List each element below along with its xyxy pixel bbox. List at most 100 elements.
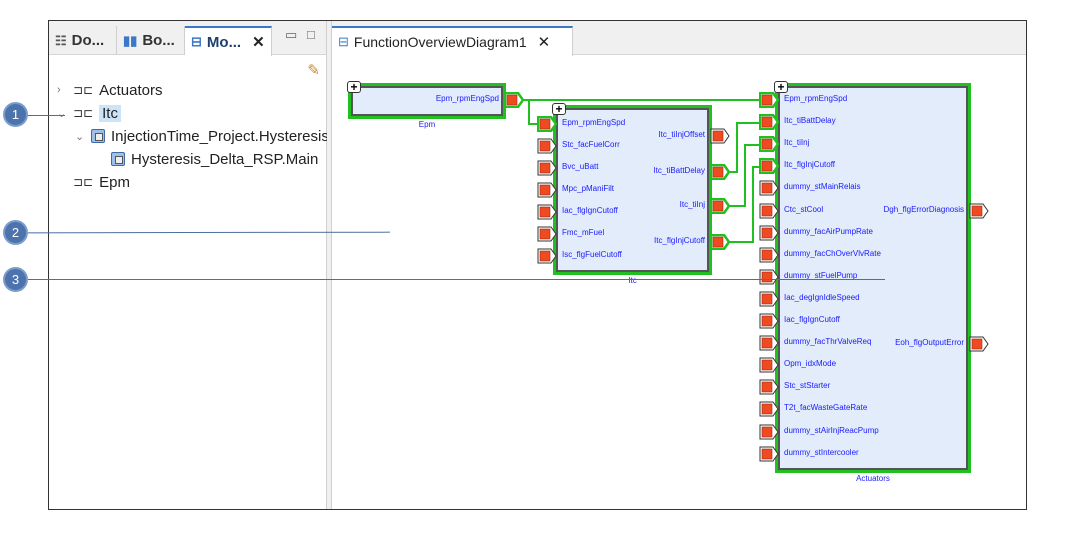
tree-item-label: Itc <box>99 104 121 122</box>
chevron-right-icon[interactable]: › <box>57 84 61 96</box>
tree-item-actuators[interactable]: › ⊐⊏ Actuators <box>57 79 162 101</box>
output-port[interactable] <box>710 234 730 250</box>
input-port[interactable] <box>759 446 779 462</box>
tree-item-label: Actuators <box>99 81 163 99</box>
input-port[interactable] <box>537 182 557 198</box>
callout-line-3 <box>28 279 885 280</box>
output-port[interactable] <box>710 128 730 144</box>
tree-item-epm[interactable]: ⊐⊏ Epm <box>57 171 130 193</box>
input-port[interactable] <box>759 114 779 131</box>
input-port[interactable] <box>759 225 779 241</box>
diagram-icon: ⊟ <box>338 34 349 49</box>
callout-2: 2 <box>3 220 28 245</box>
maximize-icon[interactable]: □ <box>307 27 315 42</box>
expand-icon[interactable]: + <box>552 103 566 115</box>
block-epm[interactable]: + <box>347 81 506 119</box>
input-port[interactable] <box>759 313 779 329</box>
input-port[interactable] <box>759 180 779 196</box>
input-port[interactable] <box>759 269 779 285</box>
input-port-label: Itc_tiBattDelay <box>784 116 836 126</box>
input-port-label: Iac_degIgnIdleSpeed <box>784 292 860 302</box>
input-port[interactable] <box>759 158 779 175</box>
editor-tab-bar: ⊟FunctionOverviewDiagram1✕ <box>332 21 1026 56</box>
tree-item-label: Epm <box>99 173 130 191</box>
callout-line-1 <box>28 115 65 116</box>
wire-tibattdelay[interactable] <box>729 122 760 173</box>
input-port-label: dummy_stAirInjReacPump <box>784 425 879 435</box>
input-port-label: Fmc_mFuel <box>562 228 605 237</box>
input-port[interactable] <box>759 247 779 263</box>
input-port[interactable] <box>537 116 557 132</box>
output-port[interactable] <box>710 198 730 214</box>
module-icon: ⊐⊏ <box>73 106 94 120</box>
input-port-label: Iac_flgIgnCutoff <box>784 315 840 324</box>
wire-tiinj[interactable] <box>729 144 760 207</box>
tab-bookmarks[interactable]: ▮▮Bo... <box>117 26 185 55</box>
output-port-label: Itc_tiInjOffset <box>658 130 705 139</box>
book-icon: ▮▮ <box>123 32 138 48</box>
input-port-label: Mpc_pManiFilt <box>562 184 615 193</box>
input-port[interactable] <box>759 424 779 440</box>
input-port-label: Iac_flgIgnCutoff <box>562 206 618 215</box>
input-port-label: dummy_stMainRelais <box>784 182 861 192</box>
wire-flginjcutoff[interactable] <box>729 166 760 243</box>
output-port[interactable] <box>504 92 524 108</box>
input-port-label: Epm_rpmEngSpd <box>562 118 626 127</box>
tab-model[interactable]: ⊟Mo...✕ <box>185 26 272 56</box>
input-port[interactable] <box>759 401 779 417</box>
input-port[interactable] <box>537 138 557 154</box>
input-port[interactable] <box>759 335 779 351</box>
input-port[interactable] <box>759 136 779 153</box>
component-icon <box>111 152 125 166</box>
output-port[interactable] <box>969 336 989 352</box>
chevron-down-icon[interactable]: ⌄ <box>75 130 85 143</box>
input-port[interactable] <box>759 379 779 395</box>
chevron-down-icon[interactable]: ⌄ <box>57 107 67 120</box>
module-icon: ⊟ <box>191 34 202 49</box>
tree-item-injectiontime[interactable]: ⌄InjectionTime_Project.Hysteresis <box>75 125 329 147</box>
tree-item-label: Hysteresis_Delta_RSP.Main <box>131 150 319 168</box>
block-itc[interactable]: + <box>552 103 712 275</box>
tab-outline[interactable]: ☷Do... <box>49 26 117 55</box>
panel-splitter[interactable] <box>327 21 332 509</box>
tab-label: Do... <box>71 32 105 49</box>
module-icon: ⊐⊏ <box>73 83 94 97</box>
input-port[interactable] <box>537 160 557 176</box>
close-icon[interactable]: ✕ <box>252 34 265 51</box>
module-icon: ⊐⊏ <box>73 175 94 189</box>
input-port[interactable] <box>537 248 557 264</box>
minimize-icon[interactable]: ▭ <box>285 27 298 42</box>
input-port-label: T2t_facWasteGateRate <box>784 403 868 413</box>
outline-icon: ☷ <box>55 32 67 48</box>
callout-3: 3 <box>3 267 28 292</box>
output-port[interactable] <box>969 203 989 219</box>
tree-item-itc[interactable]: ⌄ ⊐⊏ Itc <box>57 102 121 124</box>
tab-function-overview-diagram[interactable]: ⊟FunctionOverviewDiagram1✕ <box>332 26 573 56</box>
input-port-label: dummy_stFuelPump <box>784 270 858 280</box>
input-port-label: dummy_facAirPumpRate <box>784 226 873 236</box>
input-port[interactable] <box>759 92 779 108</box>
close-icon[interactable]: ✕ <box>537 34 551 51</box>
tab-label: Bo... <box>142 32 175 49</box>
output-port-label: Itc_flgInjCutoff <box>654 236 705 245</box>
component-icon <box>91 129 105 143</box>
editor-panel: ⊟FunctionOverviewDiagram1✕ <box>332 21 1026 509</box>
block-act[interactable]: + <box>774 81 971 473</box>
input-port[interactable] <box>759 203 779 219</box>
input-port[interactable] <box>537 226 557 242</box>
expand-icon[interactable]: + <box>774 81 788 93</box>
left-tab-bar: ☷Do... ▮▮Bo... ⊟Mo...✕ ▭ □ <box>49 21 326 56</box>
pencil-icon[interactable]: ✎ <box>307 62 320 79</box>
block-label: Itc <box>628 276 637 285</box>
expand-icon[interactable]: + <box>347 81 361 93</box>
input-port[interactable] <box>759 357 779 373</box>
output-port-label: Itc_tiBattDelay <box>653 166 705 175</box>
output-port[interactable] <box>710 164 730 180</box>
input-port-label: dummy_facChOverVlvRate <box>784 248 881 258</box>
tree-item-hysteresis-main[interactable]: Hysteresis_Delta_RSP.Main <box>111 148 318 170</box>
input-port-label: Isc_flgFuelCutoff <box>562 250 622 259</box>
input-port[interactable] <box>537 204 557 220</box>
input-port-label: Stc_facFuelCorr <box>562 140 620 149</box>
input-port[interactable] <box>759 291 779 307</box>
